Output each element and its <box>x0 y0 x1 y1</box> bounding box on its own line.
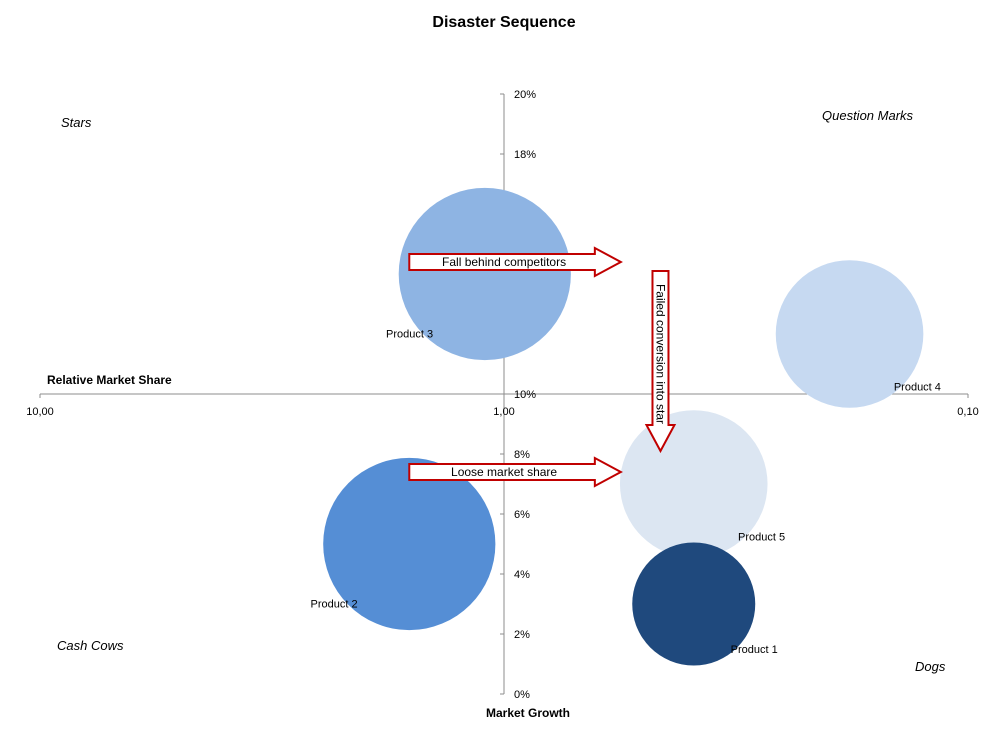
annotation-arrow-1 <box>408 246 623 278</box>
bubble-product-3 <box>398 187 571 361</box>
quadrant-label-stars: Stars <box>61 115 92 130</box>
y-tick-label: 18% <box>514 149 536 161</box>
annotation-text-3: Loose market share <box>451 465 557 479</box>
bubbles <box>323 187 924 666</box>
annotation-arrow-2 <box>644 270 677 454</box>
annotation-text-2: Failed conversion into star <box>653 284 667 424</box>
x-tick-label: 1,00 <box>493 406 514 418</box>
annotation-text-1: Fall behind competitors <box>442 255 566 269</box>
y-axis-title: Market Growth <box>486 706 570 720</box>
bubble-product-4 <box>775 260 924 408</box>
bubble-product-1 <box>632 542 756 666</box>
bubble-label-product-3: Product 3 <box>386 329 433 341</box>
x-axis-title: Relative Market Share <box>47 373 172 387</box>
y-tick-label: 8% <box>514 449 530 461</box>
quadrant-label-cash-cows: Cash Cows <box>57 638 124 653</box>
chart-title: Disaster Sequence <box>432 14 575 31</box>
annotation-arrow-3 <box>408 456 623 488</box>
y-tick-label: 0% <box>514 689 530 701</box>
quadrant-labels: Stars Question Marks Cash Cows Dogs <box>57 108 946 674</box>
bubble-label-product-4: Product 4 <box>894 381 941 393</box>
y-tick-label: 10% <box>514 389 536 401</box>
bubble-label-product-2: Product 2 <box>311 599 358 611</box>
quadrant-label-question-marks: Question Marks <box>822 108 914 123</box>
bubble-labels: Product 3 Product 4 Product 5 Product 2 Prod… <box>311 329 941 656</box>
quadrant-label-dogs: Dogs <box>915 659 946 674</box>
bubble-product-2 <box>323 457 496 631</box>
x-tick-label: 10,00 <box>26 406 54 418</box>
y-tick-label: 2% <box>514 629 530 641</box>
y-tick-label: 6% <box>514 509 530 521</box>
y-tick-label: 4% <box>514 569 530 581</box>
x-tick-label: 0,10 <box>957 406 978 418</box>
bubble-label-product-5: Product 5 <box>738 531 785 543</box>
y-tick-label: 20% <box>514 89 536 101</box>
bubble-label-product-1: Product 1 <box>731 644 778 656</box>
bubble-product-5 <box>619 410 768 558</box>
